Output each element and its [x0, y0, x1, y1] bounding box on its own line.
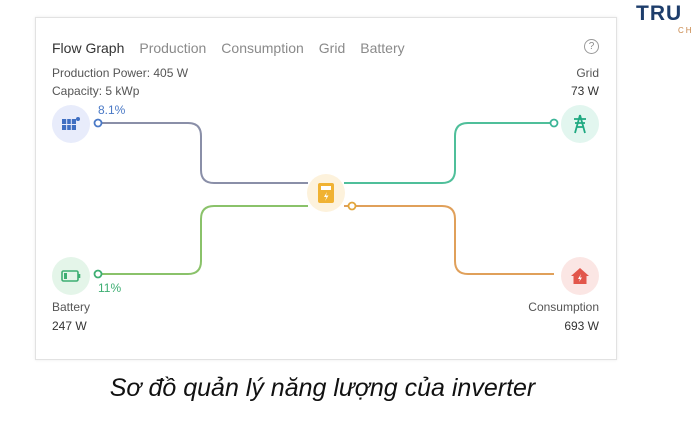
inverter-icon: [318, 183, 334, 203]
production-power-label: Production Power: 405 W: [52, 66, 189, 80]
tab-production[interactable]: Production: [139, 40, 207, 56]
grid-label: Grid: [576, 66, 599, 80]
production-percent: 8.1%: [98, 103, 126, 117]
consumption-node[interactable]: [561, 257, 599, 295]
battery-label: Battery: [52, 300, 91, 314]
inverter-flow-dot: [347, 201, 357, 211]
battery-flow-dot: [93, 269, 103, 279]
tab-flow-graph[interactable]: Flow Graph: [52, 40, 125, 56]
solar-panel-icon: [62, 117, 80, 130]
production-capacity-label: Capacity: 5 kWp: [52, 84, 140, 98]
tab-bar: Flow Graph Production Consumption Grid B…: [52, 40, 405, 56]
grid-value: 73 W: [570, 84, 599, 98]
tab-consumption[interactable]: Consumption: [221, 40, 304, 56]
flow-graph-card: Flow Graph Production Consumption Grid B…: [35, 17, 617, 360]
inverter-node[interactable]: [307, 174, 345, 212]
solar-flow-dot: [93, 118, 103, 128]
battery-percent: 11%: [98, 281, 122, 295]
tab-grid[interactable]: Grid: [318, 40, 346, 56]
grid-flow-line: [344, 122, 554, 184]
brand-subtext: CHA: [678, 26, 693, 35]
consumption-label: Consumption: [528, 300, 599, 314]
battery-flow-line: [98, 205, 308, 275]
grid-node[interactable]: [561, 105, 599, 143]
solar-node[interactable]: [52, 105, 90, 143]
energy-flow-diagram: [93, 118, 559, 279]
caption: Sơ đồ quản lý năng lượng của inverter: [109, 374, 536, 402]
consumption-value: 693 W: [564, 319, 599, 333]
brand-logo: TRU CHA: [636, 2, 693, 36]
battery-node[interactable]: [52, 257, 90, 295]
power-tower-icon: [574, 114, 586, 134]
brand-name: TRU: [636, 2, 683, 25]
grid-flow-dot: [549, 118, 559, 128]
tab-battery[interactable]: Battery: [360, 40, 405, 56]
question-circle-icon[interactable]: ?: [584, 39, 599, 54]
battery-value: 247 W: [52, 319, 87, 333]
home-icon: [571, 268, 589, 284]
solar-flow-line: [98, 122, 308, 184]
battery-icon: [61, 270, 81, 282]
consumption-flow-line: [344, 205, 554, 275]
